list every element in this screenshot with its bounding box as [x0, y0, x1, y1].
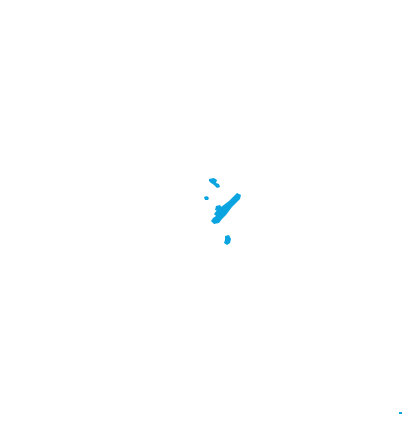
water-features: [204, 178, 402, 414]
lake-north-small: [209, 178, 220, 188]
lake-main: [211, 193, 241, 224]
pond-west-small: [204, 196, 209, 200]
lake-south-small: [224, 235, 231, 245]
speck-bottom-right: [399, 412, 402, 414]
pond-center-small: [215, 205, 222, 211]
